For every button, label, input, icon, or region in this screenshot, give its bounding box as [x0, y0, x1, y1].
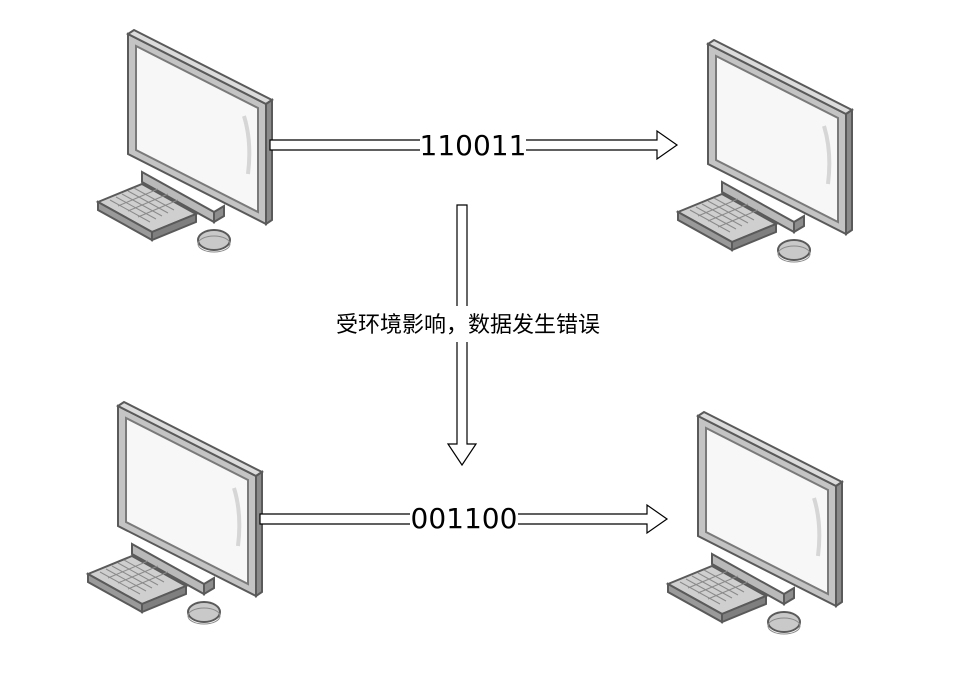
bottom-transmission-arrow	[259, 503, 669, 535]
error-arrow	[320, 204, 616, 467]
top-transmission-arrow	[269, 129, 679, 161]
top-signal-label: 110011	[420, 129, 527, 162]
bottom-signal-label: 001100	[411, 502, 518, 535]
sender-computer-top-icon	[96, 28, 274, 254]
error-caption: 受环境影响，数据发生错误	[336, 313, 600, 338]
receiver-computer-top-icon	[676, 38, 854, 264]
receiver-computer-bottom-icon	[666, 410, 844, 636]
sender-computer-bottom-icon	[86, 400, 264, 626]
